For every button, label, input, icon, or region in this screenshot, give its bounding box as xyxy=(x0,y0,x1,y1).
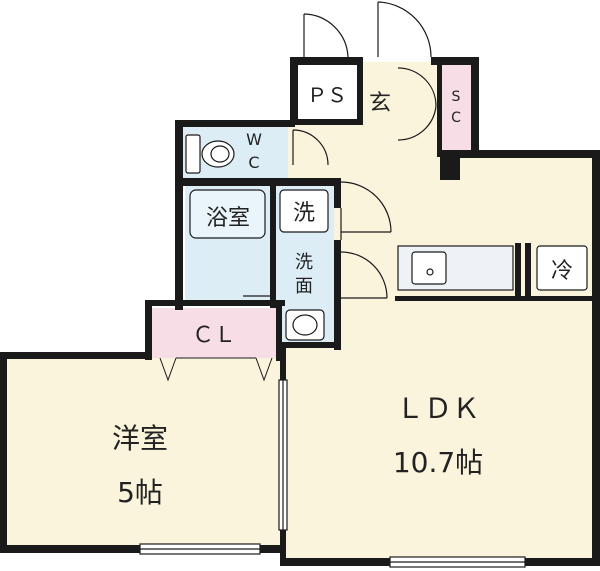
wall xyxy=(525,243,531,301)
washroom-label-1: 洗 xyxy=(295,252,313,273)
wall xyxy=(290,57,362,65)
toilet-label-2: C xyxy=(248,153,259,172)
shoe-closet-floor xyxy=(440,62,472,152)
entrance-floor xyxy=(362,62,440,152)
laundry-label: 洗 xyxy=(293,201,315,226)
pipe-space-label: ＰＳ xyxy=(307,83,347,107)
wall xyxy=(515,243,521,301)
wall xyxy=(431,57,478,65)
wall xyxy=(334,178,341,208)
labels: ＬＤＫ 10.7帖 洋室 5帖 ＣＬ 玄 ＰＳ S C W C 浴室 洗 洗 面… xyxy=(112,83,573,509)
wall xyxy=(175,120,295,127)
closet-label: ＣＬ xyxy=(192,323,236,348)
wall xyxy=(460,150,600,158)
windows xyxy=(139,379,526,568)
wall xyxy=(175,178,340,186)
wall xyxy=(270,178,276,308)
washroom-label-2: 面 xyxy=(295,276,313,297)
wall xyxy=(471,57,479,157)
wall xyxy=(334,240,341,350)
wall xyxy=(145,300,152,360)
kitchen-sink xyxy=(411,251,447,285)
wall xyxy=(592,150,600,565)
wall xyxy=(175,120,183,310)
wall xyxy=(0,352,7,552)
doors xyxy=(243,1,437,299)
toilet-label-1: W xyxy=(246,130,262,149)
wall xyxy=(0,352,152,359)
wall xyxy=(145,300,285,306)
bathroom-label: 浴室 xyxy=(206,206,250,231)
shoe-closet-label-1: S xyxy=(452,89,461,105)
wall xyxy=(276,306,282,361)
shoe-closet-label-2: C xyxy=(451,110,461,126)
pipe-space-floor xyxy=(295,62,357,119)
hall-floor-2 xyxy=(340,180,400,300)
wall xyxy=(290,57,298,125)
wall xyxy=(276,342,341,348)
fixtures xyxy=(185,134,588,341)
ldk-name: ＬＤＫ xyxy=(396,392,480,425)
closet-floor xyxy=(150,308,278,358)
toilet-fixture xyxy=(185,134,235,174)
fridge-label: 冷 xyxy=(551,259,573,284)
closet-doors xyxy=(159,357,273,382)
ldk-size: 10.7帖 xyxy=(393,446,483,479)
western-room-size: 5帖 xyxy=(117,476,163,509)
wall xyxy=(295,119,357,125)
fridge xyxy=(536,245,588,291)
wall xyxy=(437,65,442,155)
wall xyxy=(440,150,460,180)
bathtub xyxy=(189,189,266,239)
wall xyxy=(357,57,363,125)
entrance-label: 玄 xyxy=(369,91,391,116)
laundry-pan xyxy=(279,189,329,233)
western-room-floor xyxy=(5,358,280,548)
western-room-name: 洋室 xyxy=(112,422,168,455)
wall xyxy=(395,296,595,301)
